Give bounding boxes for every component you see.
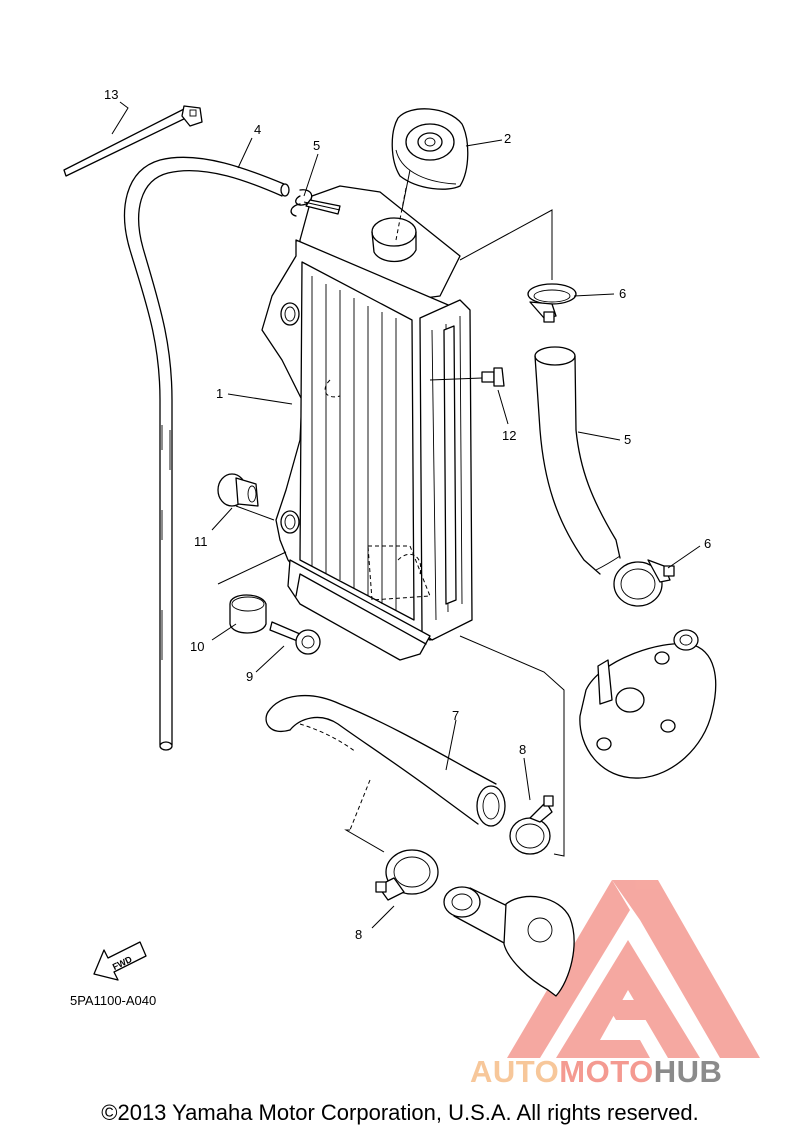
callout-5: 5 (624, 432, 631, 447)
callout-11: 11 (194, 534, 208, 549)
water-pump-housing (579, 629, 717, 779)
grommet-part-10 (229, 594, 267, 634)
breather-hose-part-3 (123, 156, 290, 751)
bolt-part-9 (269, 621, 321, 655)
callout-4: 5 (313, 138, 320, 153)
callout-1: 1 (216, 386, 223, 401)
brand-moto: MOTO (559, 1054, 654, 1089)
hose-clamp-part-6-upper (527, 283, 577, 323)
watermark-brand: AUTOMOTOHUB (470, 1056, 722, 1087)
bolt-part-13 (429, 367, 505, 387)
hose-clamp-part-6-lower (613, 559, 675, 607)
diagram-code: 5PA1100-A040 (70, 993, 156, 1008)
callout-6-upper: 6 (619, 286, 626, 301)
assembly-guide-lines (217, 169, 565, 857)
cable-tie-part-12 (63, 105, 203, 177)
callout-8-right: 8 (519, 742, 526, 757)
copyright-notice: ©2013 Yamaha Motor Corporation, U.S.A. A… (101, 1100, 699, 1125)
callout-2: 2 (504, 131, 511, 146)
lower-hose-part-7 (265, 694, 506, 827)
callout-13: 12 (502, 428, 516, 443)
upper-hose-part-5 (534, 346, 621, 575)
pump-inlet-pipe (443, 886, 575, 997)
brand-auto: AUTO (470, 1054, 560, 1089)
collar-part-11 (217, 473, 259, 507)
radiator-part-1 (261, 185, 473, 661)
hose-clamp-part-8-left (375, 849, 439, 901)
callout-12: 13 (104, 87, 118, 102)
callout-labels: 13 4 5 2 6 1 12 5 6 11 10 9 7 8 8 5PA110… (70, 87, 711, 1008)
brand-hub: HUB (653, 1054, 723, 1089)
hose-clamp-part-8-right (509, 795, 554, 855)
fwd-arrow-icon: FWD (93, 941, 147, 981)
callout-6-lower: 6 (704, 536, 711, 551)
callout-7: 7 (452, 708, 459, 723)
callout-3: 4 (254, 122, 261, 137)
callout-10: 10 (190, 639, 204, 654)
hose-clip-part-4 (290, 189, 313, 217)
callout-8-left: 8 (355, 927, 362, 942)
radiator-cap-part-2 (391, 108, 469, 190)
callout-leaders (111, 101, 701, 929)
callout-9: 9 (246, 669, 253, 684)
